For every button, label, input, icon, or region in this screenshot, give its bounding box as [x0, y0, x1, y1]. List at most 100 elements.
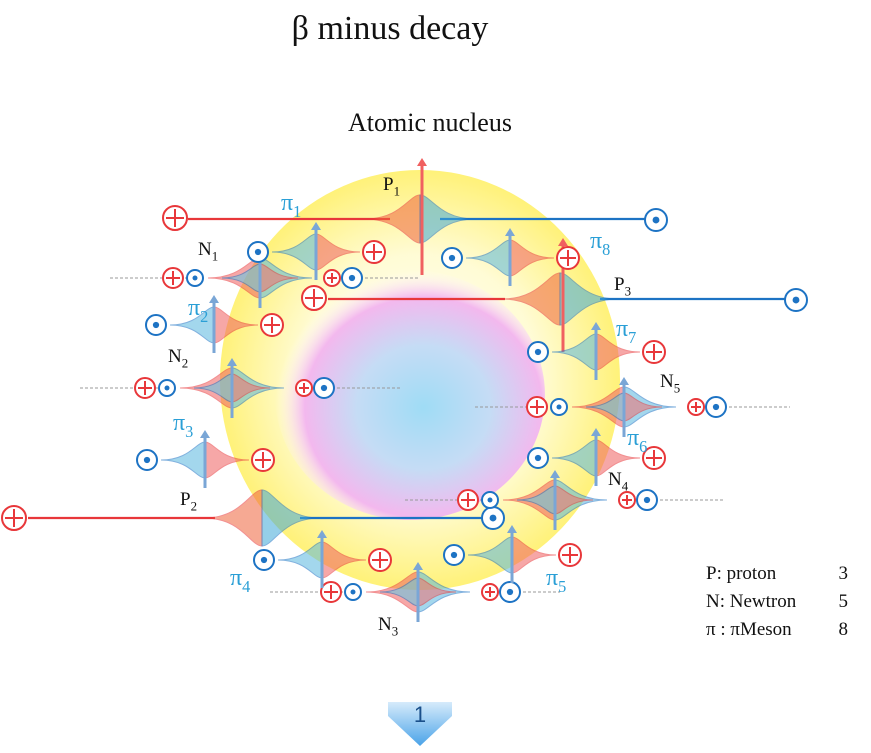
neutron-label: N5 — [660, 371, 680, 396]
positive-charge-icon — [138, 381, 152, 395]
meson-label-subscript: 8 — [602, 240, 610, 259]
proton-packet — [203, 489, 263, 547]
spin-arrow — [227, 358, 237, 366]
electron-icon — [260, 556, 268, 564]
spin-arrow — [591, 322, 601, 330]
spin-arrow — [558, 238, 568, 246]
page-title: β minus decay — [291, 10, 489, 47]
meson-label-subscript: 2 — [200, 307, 208, 326]
legend-row-neutron: N: Newtron 5 — [706, 588, 848, 616]
meson-label: π7 — [616, 316, 636, 347]
spin-arrow — [209, 295, 219, 303]
meson-packet — [160, 441, 206, 479]
positive-charge-icon — [622, 495, 632, 505]
positive-charge-icon — [299, 383, 309, 393]
positive-charge-icon — [264, 317, 280, 333]
positive-charge-icon — [646, 344, 662, 360]
spin-arrow — [413, 562, 423, 570]
positive-charge-icon — [255, 452, 271, 468]
positive-charge-icon — [530, 400, 544, 414]
proton-label-subscript: 2 — [191, 499, 197, 514]
spin-arrow — [619, 377, 629, 385]
electron-icon — [652, 216, 660, 224]
neutron-label: N1 — [198, 239, 218, 264]
legend-count: 8 — [838, 619, 849, 640]
spin-arrow — [417, 158, 427, 166]
neutron-label: N4 — [608, 469, 629, 494]
positive-charge-icon — [324, 585, 338, 599]
spin-arrow — [550, 470, 560, 478]
proton-label: P3 — [614, 274, 631, 299]
spin-arrow — [317, 530, 327, 538]
positive-charge-icon — [5, 509, 23, 527]
electron-icon — [350, 589, 356, 595]
meson-label: π8 — [590, 228, 610, 259]
electron-icon — [643, 496, 651, 504]
electron-icon — [489, 514, 497, 522]
spin-arrow — [311, 222, 321, 230]
positive-charge-icon — [305, 289, 323, 307]
legend: P: proton 3 N: Newtron 5 π : πMeson 8 — [706, 560, 848, 644]
neutron-packet — [193, 373, 233, 403]
neutron-label-subscript: 5 — [674, 381, 680, 396]
electron-icon — [712, 403, 720, 411]
neutron-label-subscript: 1 — [212, 249, 218, 264]
spin-arrow — [507, 525, 517, 533]
positive-charge-icon — [691, 402, 701, 412]
electron-icon — [348, 274, 356, 282]
neutron-label: N3 — [378, 614, 398, 639]
proton-label-subscript: 3 — [625, 284, 631, 299]
page-number: 1 — [413, 702, 427, 727]
electron-icon — [320, 384, 328, 392]
neutron-label-subscript: 3 — [392, 624, 398, 639]
neutron-packet — [623, 392, 663, 422]
meson-label: π6 — [627, 425, 647, 456]
electron-icon — [506, 588, 514, 596]
meson-label: π3 — [173, 410, 193, 441]
positive-charge-icon — [366, 244, 382, 260]
legend-count: 3 — [838, 563, 849, 584]
positive-charge-icon — [372, 552, 388, 568]
neutron-label: N2 — [168, 346, 188, 371]
electron-icon — [448, 254, 456, 262]
meson-label-subscript: 1 — [293, 202, 301, 221]
electron-icon — [534, 348, 542, 356]
meson-label-subscript: 6 — [639, 437, 647, 456]
proton-packet — [261, 489, 321, 547]
meson-label-subscript: 3 — [185, 422, 193, 441]
electron-icon — [792, 296, 800, 304]
positive-charge-icon — [327, 273, 337, 283]
electron-icon — [164, 385, 170, 391]
electron-icon — [143, 456, 151, 464]
positive-charge-icon — [560, 250, 576, 266]
legend-label: N: Newtron — [706, 591, 797, 612]
nucleus-core — [275, 270, 545, 520]
proton-label: P2 — [180, 489, 197, 514]
legend-row-proton: P: proton 3 — [706, 560, 848, 588]
next-page-button[interactable]: 1 — [388, 700, 452, 748]
meson-label-subscript: 5 — [558, 577, 566, 596]
positive-charge-icon — [166, 209, 184, 227]
positive-charge-icon — [485, 587, 495, 597]
proton-packet — [559, 272, 619, 326]
electron-icon — [152, 321, 160, 329]
electron-icon — [487, 497, 493, 503]
positive-charge-icon — [166, 271, 180, 285]
electron-icon — [192, 275, 198, 281]
meson-label: π1 — [281, 190, 301, 221]
meson-label: π4 — [230, 565, 250, 596]
spin-arrow — [505, 228, 515, 236]
spin-arrow — [591, 428, 601, 436]
nucleus-caption: Atomic nucleus — [348, 108, 512, 137]
proton-label-subscript: 1 — [394, 184, 400, 199]
electron-icon — [254, 248, 262, 256]
electron-icon — [556, 404, 562, 410]
positive-charge-icon — [562, 547, 578, 563]
positive-charge-icon — [646, 450, 662, 466]
spin-arrow — [200, 430, 210, 438]
meson-label-subscript: 7 — [628, 328, 636, 347]
legend-count: 5 — [838, 591, 849, 612]
down-arrow-icon — [388, 702, 452, 746]
